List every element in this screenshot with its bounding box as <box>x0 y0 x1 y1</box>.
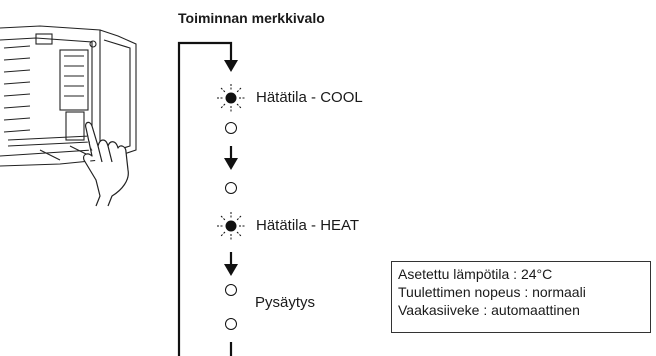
down-arrow-icon <box>224 60 238 72</box>
lamp-off-icon <box>225 182 237 194</box>
mode-label-cool: Hätätila - COOL <box>256 89 363 106</box>
down-arrow-icon <box>224 264 238 276</box>
setting-louver: Vaakasiiveke : automaattinen <box>398 302 580 318</box>
setting-temperature: Asetettu lämpötila : 24°C <box>398 266 553 282</box>
lamp-off-icon <box>225 122 237 134</box>
setting-fan-speed: Tuulettimen nopeus : normaali <box>398 284 586 300</box>
settings-info-box: Asetettu lämpötila : 24°C Tuulettimen no… <box>391 261 651 333</box>
hand-pressing-button-icon <box>83 121 129 207</box>
lamp-on-icon <box>217 84 245 112</box>
flow-loop-line <box>177 41 233 356</box>
lamp-on-icon <box>217 212 245 240</box>
lamp-off-icon <box>225 284 237 296</box>
down-arrow-icon <box>224 158 238 170</box>
diagram-title: Toiminnan merkkivalo <box>178 10 325 26</box>
mode-label-stop: Pysäytys <box>255 294 316 311</box>
lamp-off-icon <box>225 318 237 330</box>
mode-label-heat: Hätätila - HEAT <box>256 217 360 234</box>
